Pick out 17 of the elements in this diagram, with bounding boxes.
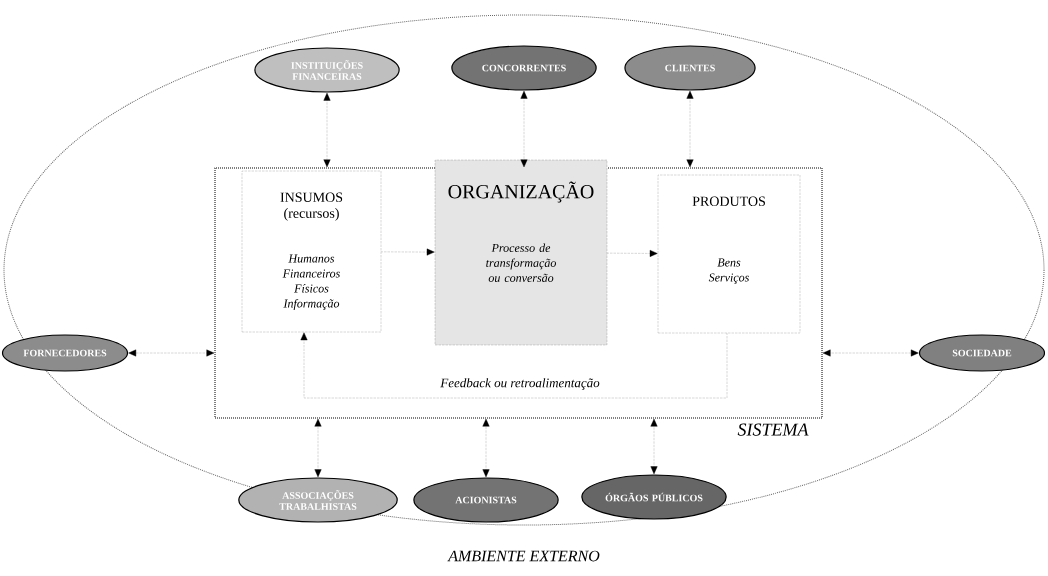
arrow xyxy=(381,248,435,256)
arrow xyxy=(128,349,215,357)
arrow xyxy=(607,250,658,257)
edge-label: Feedback ou retroalimentação xyxy=(440,378,600,390)
arrow xyxy=(686,90,694,168)
process-box: PRODUTOS Bens Serviços xyxy=(657,174,801,334)
process-box: INSUMOS (recursos) Humanos Financeiros Físicos Informação xyxy=(241,170,382,333)
node-label: SISTEMA xyxy=(737,423,809,436)
arrow xyxy=(482,418,490,478)
arrow xyxy=(323,92,331,168)
arrow xyxy=(822,349,919,357)
process-box: ORGANIZAÇÃO Processo de transformação ou conversão xyxy=(434,159,608,346)
arrow xyxy=(300,332,728,399)
arrow xyxy=(314,418,322,478)
node-label: AMBIENTE EXTERNO xyxy=(447,550,600,562)
arrow xyxy=(650,418,658,475)
arrow xyxy=(520,90,528,168)
